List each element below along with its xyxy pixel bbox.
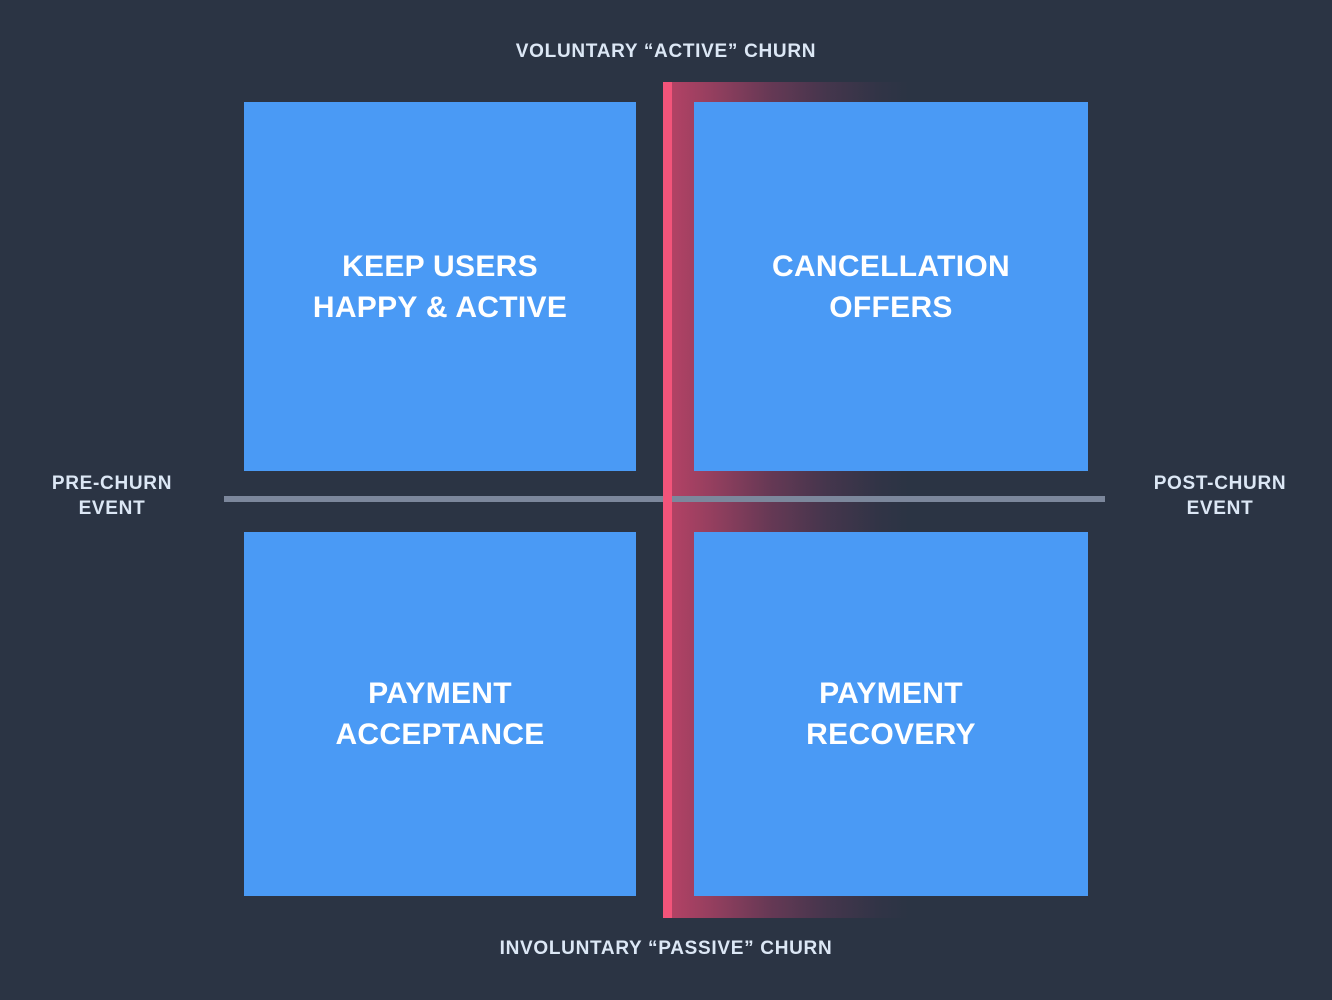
axis-label-left: PRE-CHURN EVENT (51, 473, 173, 519)
quadrant-label: PAYMENT RECOVERY (806, 677, 976, 751)
axis-label-right: POST-CHURN EVENT (1153, 473, 1287, 519)
quadrant-payment-recovery[interactable]: PAYMENT RECOVERY (694, 532, 1088, 896)
axis-label-bottom: INVOLUNTARY “PASSIVE” CHURN (499, 938, 833, 959)
vertical-divider-line (663, 82, 672, 918)
axis-label-top: VOLUNTARY “ACTIVE” CHURN (515, 41, 817, 62)
quadrant-keep-users-happy-active[interactable]: KEEP USERS HAPPY & ACTIVE (244, 102, 636, 471)
quadrant-label: KEEP USERS HAPPY & ACTIVE (312, 249, 568, 324)
quadrant-label: CANCELLATION OFFERS (771, 249, 1011, 324)
quadrant-cancellation-offers[interactable]: CANCELLATION OFFERS (694, 102, 1088, 471)
quadrant-payment-acceptance[interactable]: PAYMENT ACCEPTANCE (244, 532, 636, 896)
quadrant-label: PAYMENT ACCEPTANCE (335, 677, 545, 751)
